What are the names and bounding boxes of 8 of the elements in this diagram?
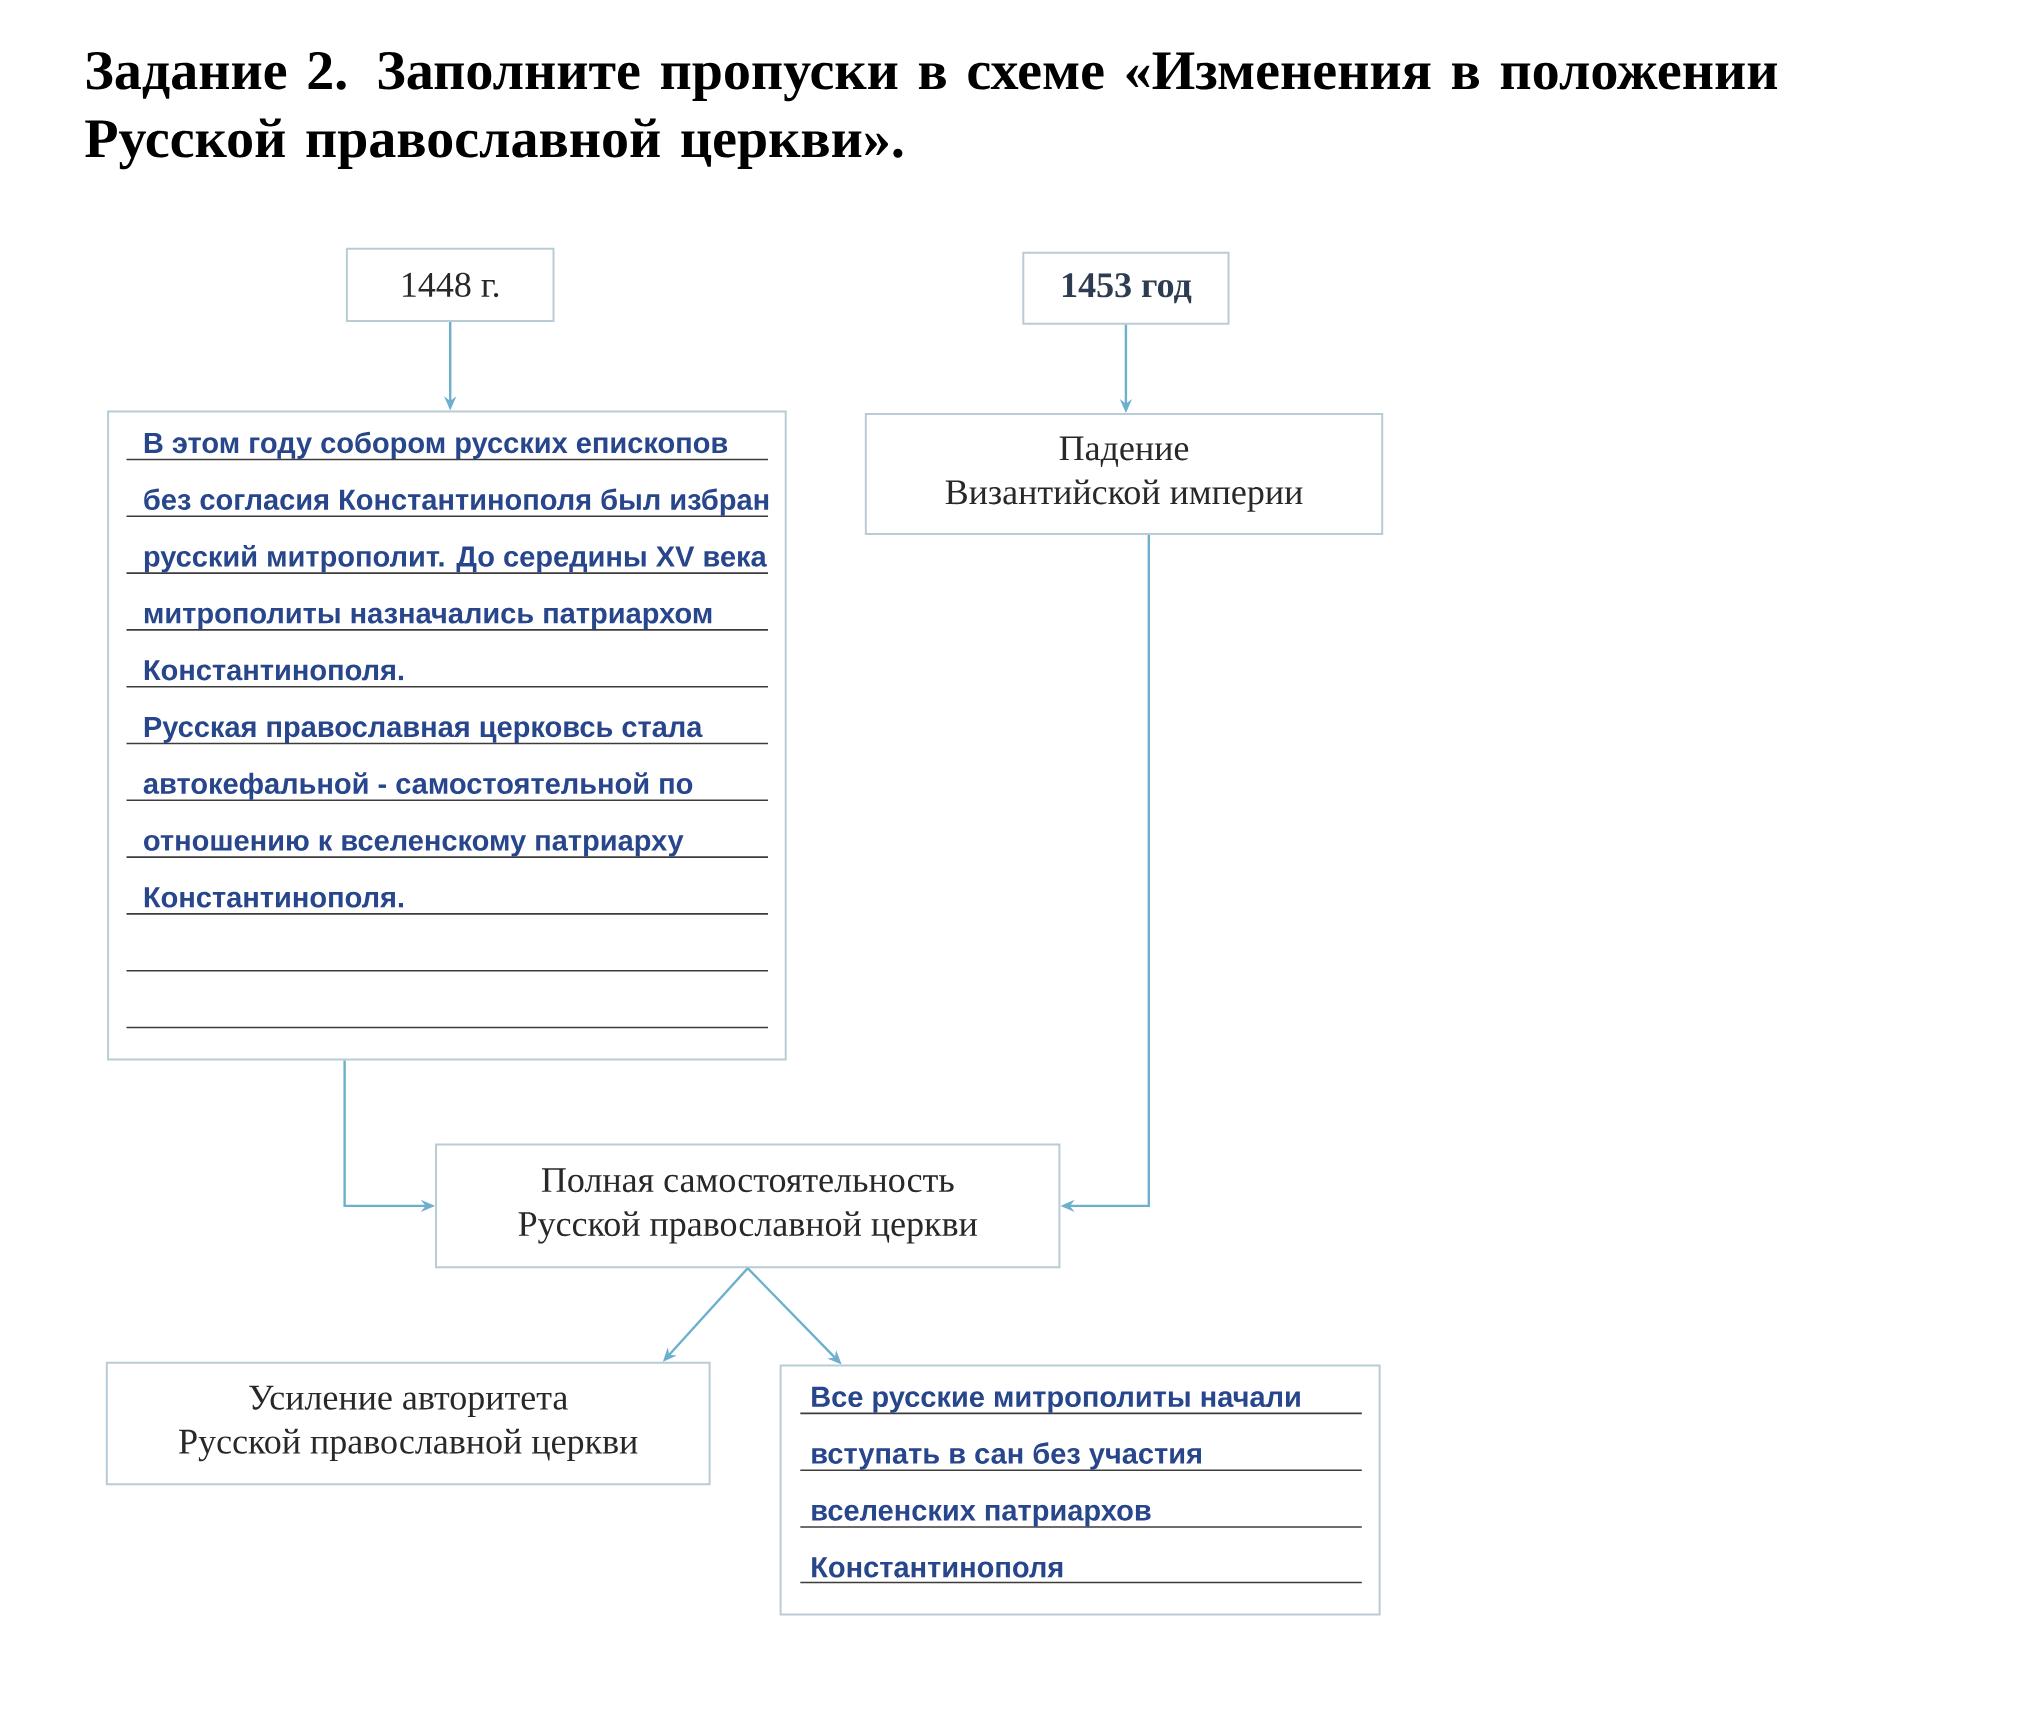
event-box: Падение Византийской империи — [864, 413, 1384, 536]
date-box: 1453 год — [1022, 251, 1230, 325]
date-box: 1448 г. — [345, 247, 555, 322]
answer-box: Все русские митрополиты начали вступать в сан без участия вселенских патриархов Константинополя — [779, 1364, 1381, 1616]
answer-box: В этом году собором русских епископов без согласия Константинополя был избран русский митрополит. До середины XV века митрополиты назначались патриархом Константинополя. Русская православная церковсь стала автокефальной - самостоятельной по отношению к вселенскому патриарху Константинополя. — [107, 410, 787, 1061]
result-box: Полная самостоятельность Русской православной церкви — [435, 1143, 1061, 1269]
title: Задание 2. Заполните пропуски в схеме «Изменения в положении Русской православной церкви». — [85, 52, 1778, 170]
result-box: Усиление авторитета Русской православной церкви — [105, 1361, 711, 1486]
